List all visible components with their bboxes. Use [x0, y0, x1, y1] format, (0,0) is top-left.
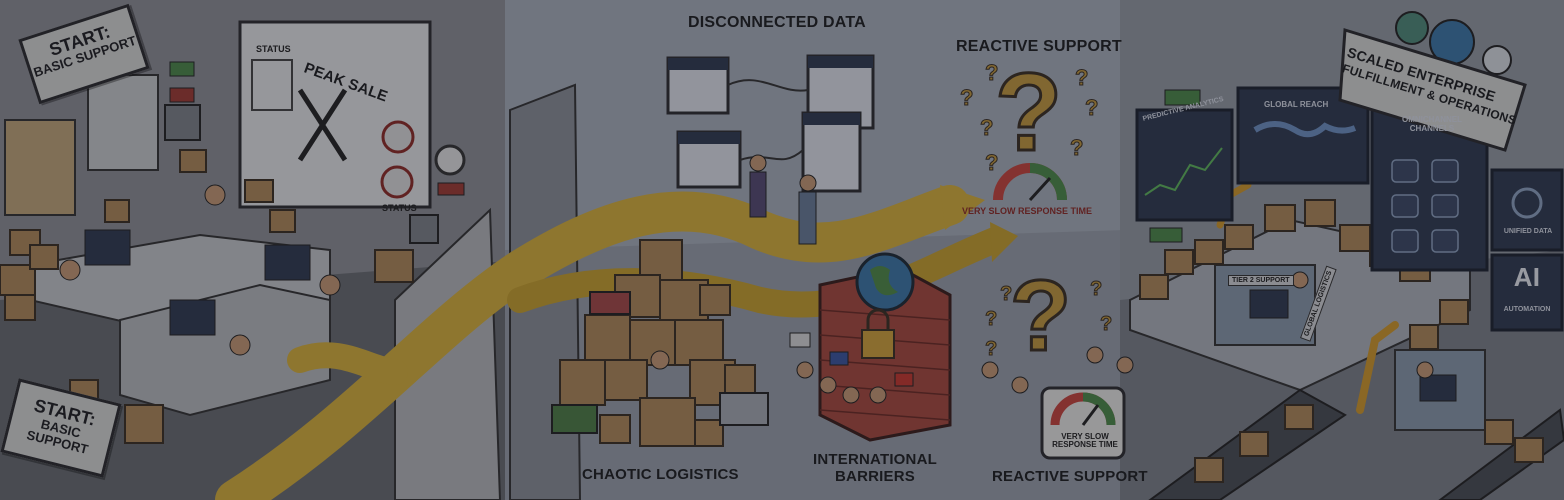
- disconnected-data-screens: [666, 54, 875, 245]
- board-status-bottom: STATUS: [382, 203, 417, 213]
- padlock-icon: [861, 329, 895, 359]
- path-arrowhead: [990, 222, 1018, 262]
- truck-icon: [719, 392, 769, 426]
- omnichannel-line2: CHANNELS: [1409, 123, 1455, 133]
- robot-arm-icon: [1356, 321, 1399, 414]
- mailbox-icon: [409, 214, 439, 244]
- rocket-icon: [1482, 45, 1512, 75]
- monitor-icon: [264, 244, 311, 281]
- status-light-red: [169, 87, 195, 103]
- response-caption-line2: RESPONSE TIME: [1052, 440, 1118, 450]
- flag-icon: [894, 372, 914, 387]
- network-icon: [1395, 11, 1429, 45]
- reactive-support-title-top: REACTIVE SUPPORT: [956, 38, 1122, 55]
- svg-text:?: ?: [1085, 95, 1098, 120]
- unified-data-panel: [1490, 168, 1564, 252]
- disconnected-data-title: DISCONNECTED DATA: [688, 14, 866, 31]
- svg-text:?: ?: [985, 150, 998, 175]
- gear-icon: [1511, 187, 1543, 219]
- truck-icon: [551, 404, 598, 434]
- global-reach-label: GLOBAL REACH: [1264, 100, 1329, 109]
- flag-icon: [829, 351, 849, 366]
- svg-text:?: ?: [985, 338, 997, 360]
- svg-text:?: ?: [985, 308, 997, 330]
- cubicle-area: [29, 184, 341, 417]
- calendar-icon: [251, 59, 293, 111]
- clock-icon: [381, 120, 415, 154]
- predictive-analytics-panel: [1135, 108, 1234, 222]
- mailbox-icon: [164, 104, 201, 141]
- omnichannel-line1: OMNICHANNEL: [1402, 115, 1462, 124]
- svg-text:?: ?: [985, 60, 998, 85]
- monitor-icon: [84, 229, 131, 266]
- notice-board: [4, 119, 76, 216]
- international-barriers-title: INTERNATIONAL BARRIERS: [812, 451, 938, 485]
- reactive-support-title-bottom: REACTIVE SUPPORT: [992, 468, 1148, 485]
- agent-figure: [1291, 271, 1309, 289]
- svg-text:?: ?: [1000, 283, 1012, 305]
- response-caption-line1: VERY SLOW: [1061, 432, 1109, 441]
- reactive-support-top: ? ??? ??? ?: [960, 50, 1099, 202]
- ai-automation-label: AUTOMATION: [1503, 306, 1551, 313]
- path-arrowhead: [940, 185, 985, 230]
- wall-clock-icon: [434, 144, 466, 176]
- agent-figure: [1416, 361, 1434, 379]
- agent-figure: [204, 184, 226, 206]
- tier2-support-label: TIER 2 SUPPORT: [1228, 275, 1294, 286]
- worker-figure: [650, 350, 670, 370]
- flag-icon: [789, 332, 811, 348]
- svg-text:?: ?: [980, 115, 993, 140]
- monitor-icon: [169, 299, 216, 336]
- process-path-origin: [287, 342, 408, 385]
- process-path-main: [215, 185, 970, 500]
- status-light-red: [437, 182, 465, 196]
- international-barrier-wall: [789, 252, 952, 442]
- monitor-icon: [1419, 374, 1457, 402]
- status-light-green: [169, 61, 195, 77]
- agent-figure: [319, 274, 341, 296]
- chaotic-logistics-title: CHAOTIC LOGISTICS: [582, 466, 739, 483]
- international-line2: BARRIERS: [835, 467, 915, 485]
- monitor-icon: [1249, 289, 1289, 319]
- response-caption-top: VERY SLOW RESPONSE TIME: [962, 206, 1093, 216]
- svg-text:?: ?: [1075, 65, 1088, 90]
- ai-big-label: AI: [1513, 262, 1541, 292]
- enterprise-title-sign: [1338, 28, 1527, 152]
- svg-text:?: ?: [995, 51, 1062, 174]
- truck-icon: [589, 291, 631, 315]
- clock-icon: [380, 165, 414, 199]
- agent-figure: [229, 334, 251, 356]
- agent-figure: [59, 259, 81, 281]
- omnichannel-label: OMNICHANNEL CHANNELS: [1382, 115, 1482, 134]
- unified-data-label: UNIFIED DATA: [1503, 228, 1553, 235]
- svg-text:?: ?: [1090, 278, 1102, 300]
- wall-chart: [87, 74, 159, 171]
- box-pile-center: [559, 239, 756, 447]
- svg-text:?: ?: [960, 85, 973, 110]
- response-caption-bottom: VERY SLOW RESPONSE TIME: [1050, 432, 1120, 450]
- status-light-green: [1149, 227, 1183, 243]
- box-pile-left: [0, 149, 414, 444]
- international-line1: INTERNATIONAL: [813, 451, 937, 468]
- svg-text:?: ?: [1070, 135, 1083, 160]
- svg-text:?: ?: [1010, 260, 1071, 372]
- svg-text:?: ?: [1100, 313, 1112, 335]
- board-status-top: STATUS: [256, 44, 291, 54]
- reactive-support-bottom: ? ??? ??: [981, 259, 1134, 460]
- status-light-green: [1164, 89, 1201, 106]
- process-path-secondary: [507, 227, 1008, 318]
- ai-automation-panel: [1490, 253, 1564, 332]
